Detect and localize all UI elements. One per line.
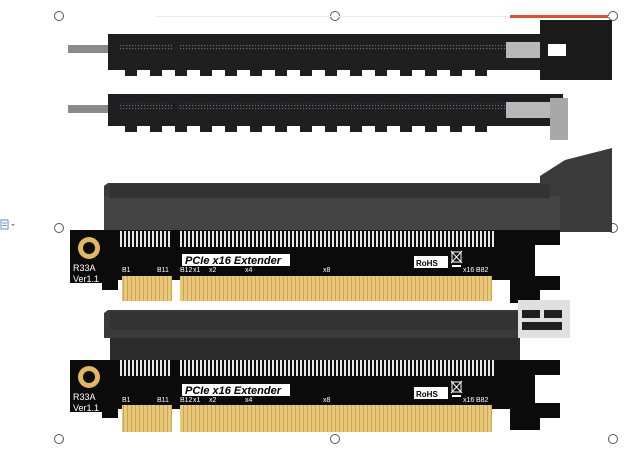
accent-bar (510, 15, 608, 18)
pin-b1-label-lower: B1 (122, 397, 131, 404)
pin-b11-label-lower: B11 (157, 397, 169, 404)
lane-x16-label-lower: x16 (463, 397, 474, 404)
board-model-label: R33A (73, 263, 96, 273)
pin-b1-label: B1 (122, 267, 131, 274)
lane-x1-label: x1 (193, 267, 201, 274)
resize-handle-bottom-left[interactable] (54, 434, 64, 444)
lane-x4-label: x4 (245, 267, 253, 274)
layout-options-icon[interactable] (0, 218, 16, 232)
board-title-label: PCIe x16 Extender (185, 255, 282, 267)
pin-b11-label: B11 (157, 267, 169, 274)
pin-b82-label-lower: B82 (476, 397, 489, 404)
pin-b12-label-lower: B12 (180, 397, 193, 404)
rohs-label: RoHS (416, 259, 438, 268)
board-version-label-lower: Ver1.1 (73, 403, 99, 413)
extender-board-upper (70, 148, 612, 303)
rohs-label-lower: RoHS (416, 390, 438, 399)
pcie-slot-second (68, 94, 568, 140)
pin-b82-label: B82 (476, 267, 489, 274)
resize-handle-middle-left[interactable] (54, 223, 64, 233)
selection-guide-line (155, 16, 610, 17)
lane-x8-label: x8 (323, 267, 331, 274)
resize-handle-bottom-right[interactable] (608, 434, 618, 444)
board-title-label-lower: PCIe x16 Extender (185, 385, 282, 397)
board-model-label-lower: R33A (73, 392, 96, 402)
lane-x8-label-lower: x8 (323, 397, 331, 404)
lane-x16-label: x16 (463, 267, 474, 274)
lane-x1-label-lower: x1 (193, 397, 201, 404)
lane-x2-label-lower: x2 (209, 397, 217, 404)
board-version-label: Ver1.1 (73, 274, 99, 284)
pcie-slot-top (68, 20, 612, 80)
pin-b12-label: B12 (180, 267, 193, 274)
resize-handle-bottom-center[interactable] (330, 434, 340, 444)
lane-x4-label-lower: x4 (245, 397, 253, 404)
extender-board-lower (70, 300, 570, 432)
resize-handle-top-left[interactable] (54, 11, 64, 21)
lane-x2-label: x2 (209, 267, 217, 274)
